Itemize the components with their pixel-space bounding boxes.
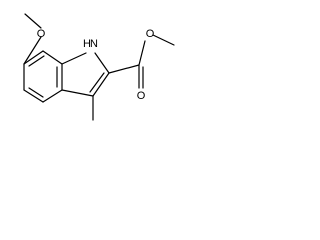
double-bond-c2-c3-inner <box>89 72 105 93</box>
bond-c7-c7a <box>23 50 44 65</box>
bond-c2-c3 <box>92 72 110 97</box>
ester-oxygen-label: O <box>146 28 155 40</box>
double-bond-c7-c7a-inner <box>28 55 45 67</box>
methoxy-oxygen-label: O <box>37 28 46 40</box>
nh-hydrogen-label: H <box>83 38 91 50</box>
ester-group <box>108 34 175 89</box>
bond-c7-o-methoxy <box>23 36 42 65</box>
benzene-ring <box>23 50 63 103</box>
bond-c4-c5 <box>42 89 63 103</box>
nh-nitrogen-label: N <box>90 38 98 50</box>
bond-c7a-n1 <box>61 52 87 65</box>
bond-o-ch3-ester <box>152 34 175 46</box>
bond-n1-c2 <box>94 52 110 74</box>
molecule-diagram: O H N O O <box>23 13 175 121</box>
bond-c3-c3a <box>61 89 94 97</box>
carbonyl-oxygen-label: O <box>137 90 146 102</box>
bond-c2-carbonyl <box>108 64 140 74</box>
methoxy-group <box>23 13 42 65</box>
bond-c7a-c3a <box>42 50 63 65</box>
pyrrole-ring <box>61 52 110 97</box>
bond-c5-c6 <box>23 89 44 103</box>
bond-o-ch3-methoxy <box>24 13 42 29</box>
double-bond-c5-c6-inner <box>28 87 44 98</box>
bond-carbonyl-o-single <box>138 40 146 66</box>
